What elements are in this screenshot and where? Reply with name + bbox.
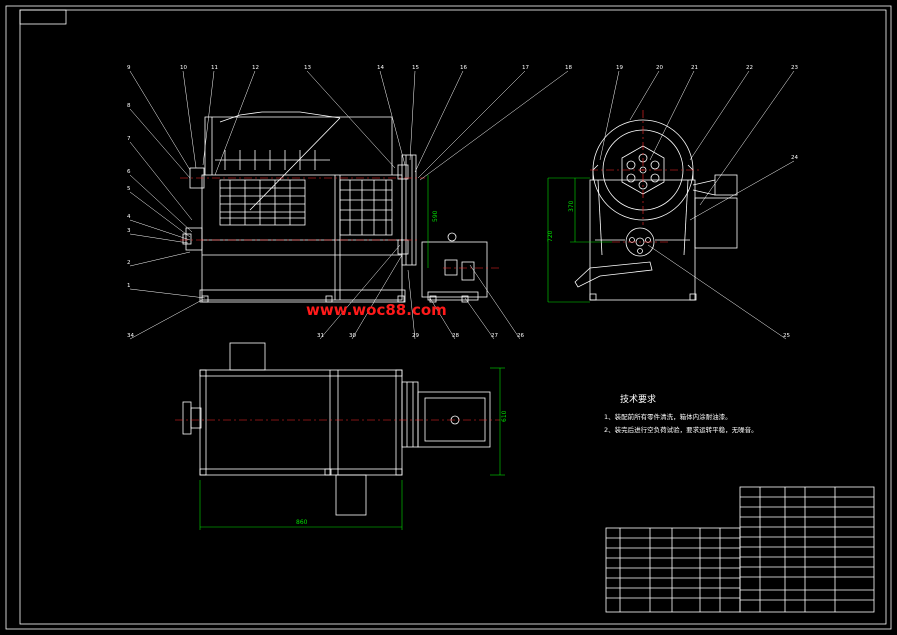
front-part-leader: [414, 70, 464, 173]
side-part-balloon: 23: [791, 65, 798, 71]
front-part-leader: [214, 70, 256, 176]
tech-requirements-title: 技术要求: [620, 395, 657, 405]
front-part-leader: [379, 70, 406, 166]
front-part-balloon: 28: [452, 333, 459, 339]
front-part-leader: [129, 233, 189, 244]
dim-side-inner: 370: [568, 200, 575, 212]
front-part-leader: [469, 264, 521, 340]
centerlines: [175, 110, 700, 421]
front-part-balloon: 1: [127, 283, 131, 289]
side-part-balloon: 24: [791, 155, 798, 161]
dim-side-outer: 720: [547, 230, 554, 242]
front-part-balloon: 8: [127, 103, 131, 109]
dim-top-right: 610: [501, 410, 508, 422]
front-part-leader: [419, 70, 569, 181]
front-part-balloon: 17: [522, 65, 529, 71]
front-part-leader: [351, 254, 403, 340]
front-part-leader: [129, 191, 191, 238]
tech-requirement-item: 1、装配前所有零件清洗，箱体内涂耐油漆。: [604, 413, 732, 421]
front-part-balloon: 16: [460, 65, 467, 71]
front-part-balloon: 4: [127, 214, 131, 220]
side-part-balloon: 19: [616, 65, 623, 71]
mesh-right: [339, 179, 393, 236]
front-part-leader: [319, 244, 401, 340]
dim-top-width: 860: [296, 519, 308, 526]
front-part-balloon: 11: [211, 65, 218, 71]
front-part-balloon: 15: [412, 65, 419, 71]
front-part-leader: [202, 70, 215, 166]
front-part-leader: [407, 269, 416, 340]
front-part-leader: [129, 108, 191, 179]
front-part-balloon: 18: [565, 65, 572, 71]
watermark: www.woc88.com: [306, 301, 447, 319]
front-part-leader: [129, 251, 191, 267]
top-view: [182, 342, 491, 516]
front-part-balloon: 26: [517, 333, 524, 339]
front-part-balloon: 30: [349, 333, 356, 339]
dimension-lines: [199, 175, 612, 530]
outer-border: [5, 5, 892, 630]
front-part-leader: [182, 70, 197, 169]
front-part-balloon: 34: [127, 333, 134, 339]
front-part-balloon: 10: [180, 65, 187, 71]
front-part-leader: [306, 70, 396, 169]
front-part-leader: [129, 299, 203, 340]
side-part-leader: [689, 70, 750, 161]
side-part-balloon: 22: [746, 65, 753, 71]
front-part-balloon: 3: [127, 228, 131, 234]
side-part-leader: [699, 70, 795, 206]
front-part-balloon: 7: [127, 136, 131, 142]
corner-code-box: [19, 9, 67, 25]
title-block: [605, 486, 875, 613]
side-part-leader: [647, 244, 787, 340]
front-part-balloon: 31: [317, 333, 324, 339]
lower-rotor: [625, 227, 655, 257]
side-part-balloon: 25: [783, 333, 790, 339]
front-part-leader: [409, 70, 416, 161]
tech-requirement-item: 2、装完后进行空负荷试验，要求运转平稳，无噪音。: [604, 426, 758, 434]
dim-front-height: 590: [432, 210, 439, 222]
mesh-left: [219, 179, 306, 226]
side-part-balloon: 20: [656, 65, 663, 71]
front-part-leader: [129, 174, 193, 233]
side-part-leader: [599, 70, 620, 161]
front-part-balloon: 2: [127, 260, 131, 266]
side-view: [574, 119, 738, 301]
inner-border: [19, 9, 887, 625]
front-part-leader: [129, 219, 191, 241]
front-view: [182, 111, 488, 303]
side-part-leader: [689, 160, 795, 221]
front-part-balloon: 27: [491, 333, 498, 339]
front-part-leader: [429, 297, 456, 340]
leader-lines: [129, 70, 795, 340]
front-part-balloon: 6: [127, 169, 131, 175]
side-part-leader: [649, 70, 695, 161]
front-part-balloon: 12: [252, 65, 259, 71]
front-part-leader: [417, 70, 526, 179]
side-part-balloon: 21: [691, 65, 698, 71]
front-part-balloon: 13: [304, 65, 311, 71]
front-part-leader: [129, 288, 206, 299]
front-part-balloon: 29: [412, 333, 419, 339]
side-part-leader: [629, 70, 660, 121]
front-part-balloon: 9: [127, 65, 131, 71]
front-part-leader: [464, 297, 495, 340]
front-part-leader: [129, 141, 193, 221]
front-part-balloon: 5: [127, 186, 131, 192]
motor-body: [421, 241, 488, 298]
front-part-leader: [129, 70, 191, 171]
front-part-balloon: 14: [377, 65, 384, 71]
